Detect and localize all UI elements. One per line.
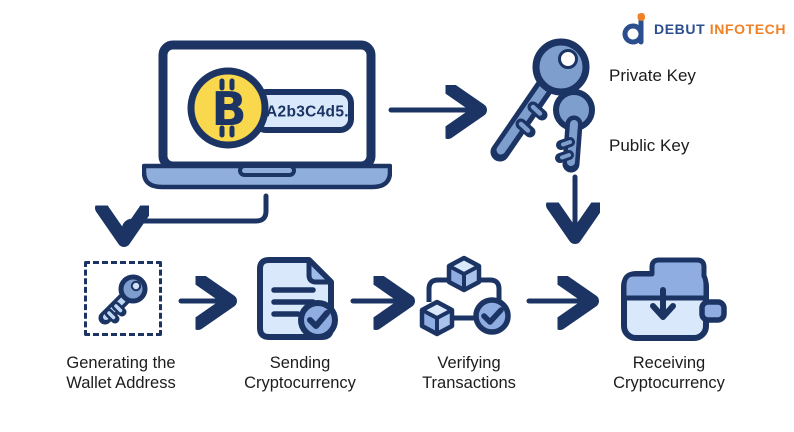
step-label-line1: Receiving: [632, 354, 706, 372]
document-check-icon: [257, 257, 338, 340]
blockchain-check-icon: [419, 255, 511, 337]
bitcoin-icon: B: [187, 67, 269, 149]
logo-secondary-text: INFOTECH: [709, 21, 787, 37]
wallet-address-key-icon: [98, 274, 148, 324]
wallet-address-dashed-box: [84, 261, 162, 336]
step-label-line1: Sending: [269, 354, 331, 372]
step-label-line2: Cryptocurrency: [613, 374, 725, 392]
block-cube-top: [446, 255, 482, 293]
wallet-address-text: 1A2b3C4d5.: [257, 104, 349, 121]
step-label-verifying: Verifying Transactions: [379, 353, 559, 393]
arrow-laptop-to-wallet-address: [124, 193, 269, 238]
receive-down-arrow: [650, 287, 676, 320]
logo-primary-text: DEBUT: [654, 21, 706, 37]
public-key-label: Public Key: [609, 136, 690, 155]
svg-text:B: B: [211, 82, 246, 136]
step-label-receiving: Receiving Cryptocurrency: [579, 353, 759, 393]
laptop-bitcoin-illustration: 1A2b3C4d5. B: [142, 40, 392, 190]
laptop-base-notch: [238, 164, 296, 177]
step-label-wallet-address: Generating the Wallet Address: [31, 353, 211, 393]
debut-infotech-logo-text: DEBUT INFOTECH: [654, 21, 786, 37]
step-label-line1: Verifying: [437, 354, 501, 372]
step-label-line2: Wallet Address: [66, 374, 176, 392]
debut-infotech-logo-icon: [622, 13, 645, 45]
public-key-shape: [553, 89, 595, 173]
step-label-sending: Sending Cryptocurrency: [210, 353, 390, 393]
private-key-label: Private Key: [609, 66, 696, 85]
private-key-shape: [490, 38, 590, 162]
private-public-keys-icon: [490, 38, 595, 173]
wallet-receive-icon: [621, 257, 727, 341]
step-label-line2: Transactions: [422, 374, 516, 392]
block-cube-left: [419, 299, 455, 337]
step-label-line1: Generating the: [66, 354, 176, 372]
debut-infotech-logo: DEBUT INFOTECH: [622, 12, 786, 46]
step-label-line2: Cryptocurrency: [244, 374, 356, 392]
